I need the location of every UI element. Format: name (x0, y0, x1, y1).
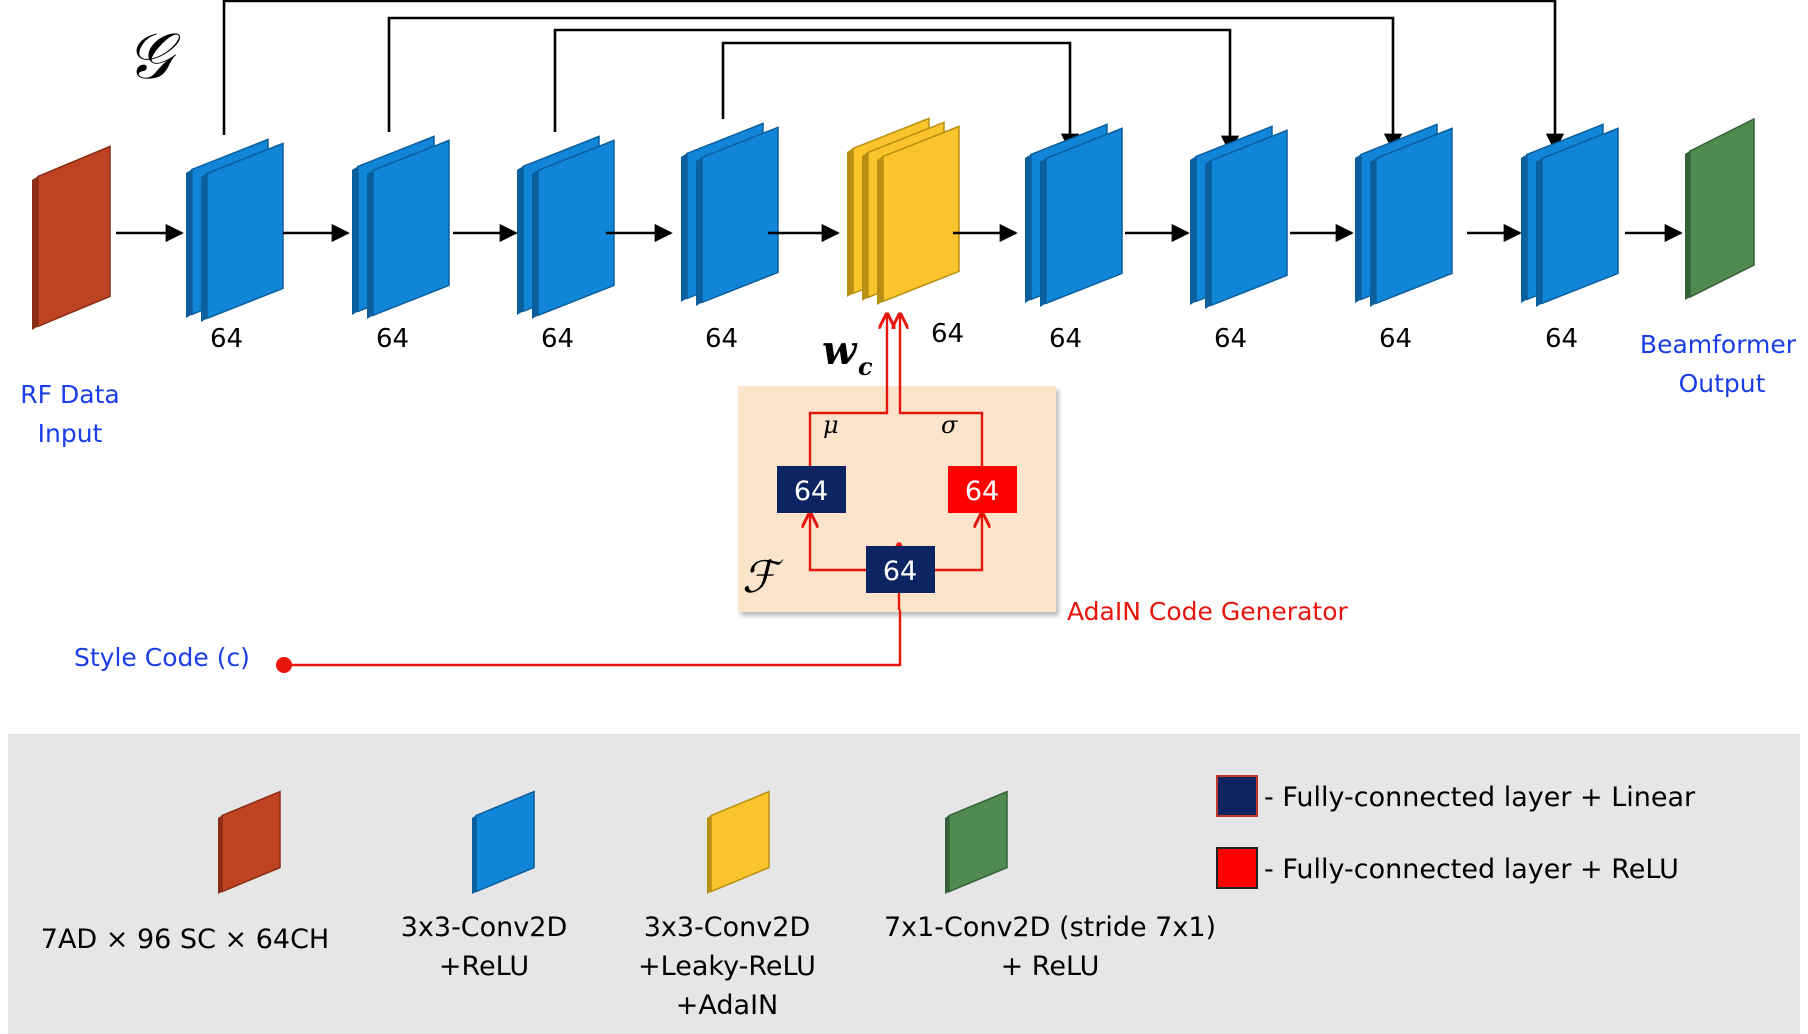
conv-block-sheet (1040, 127, 1123, 307)
channel-count-label: 64 (1379, 324, 1412, 354)
style-code-label: Style Code (c) (74, 643, 250, 672)
fc-mu-label: 64 (794, 476, 828, 507)
legend-fc-linear-swatch (1216, 775, 1258, 817)
conv-block-sheet (1205, 129, 1288, 309)
legend: 7AD × 96 SC × 64CH 3x3-Conv2D +ReLU 3x3-Con… (8, 734, 1800, 1034)
legend-output-label: + ReLU (1001, 951, 1100, 982)
conv-block (1190, 125, 1288, 309)
mu-symbol: μ (823, 411, 839, 439)
legend-items: 7AD × 96 SC × 64CH 3x3-Conv2D +ReLU 3x3-Con… (41, 790, 1216, 1021)
fc-input-label: 64 (883, 556, 917, 587)
network-blocks: 64 64 64 64 64 64 64 64 64 (32, 117, 1755, 354)
sigma-to-adain-wire (900, 314, 984, 467)
legend-conv-label: +ReLU (439, 951, 529, 982)
legend-adain-label: 3x3-Conv2D (644, 912, 811, 943)
conv-block (517, 135, 615, 319)
conv-block (186, 138, 284, 322)
input-block (32, 145, 111, 330)
legend-fc-linear-text: - Fully-connected layer + Linear (1264, 782, 1696, 813)
fc-to-mu-wire (810, 513, 866, 572)
skip-connection (387, 16, 1403, 152)
channel-count-label: 64 (1049, 324, 1082, 354)
skip-connections (222, 0, 1565, 154)
skip-connection (553, 28, 1240, 154)
style-code-dot (276, 657, 292, 673)
legend-input-swatch (218, 790, 281, 894)
channel-count-label: 64 (1545, 324, 1578, 354)
conv-block (1521, 123, 1619, 307)
legend-fc-relu-text: - Fully-connected layer + ReLU (1264, 854, 1679, 885)
skip-connection (721, 41, 1080, 152)
code-symbol-subscript: c (858, 352, 873, 381)
adain-block (847, 117, 960, 305)
adain-code-generator: 64 64 64 μ σ ℱ (738, 314, 1056, 612)
fc-sigma-label: 64 (965, 476, 999, 507)
legend-conv-label: 3x3-Conv2D (401, 912, 568, 943)
generator-symbol: 𝒢 (126, 20, 181, 94)
conv-block-sheet (367, 139, 450, 319)
input-label-line2: Input (38, 419, 103, 448)
legend-fc-relu-swatch (1216, 847, 1258, 889)
legend-conv-swatch (472, 790, 535, 894)
output-block (1685, 117, 1755, 300)
conv-block (681, 122, 779, 306)
channel-count-label: 64 (376, 324, 409, 354)
output-label-line1: Beamformer (1640, 330, 1797, 359)
output-label-line2: Output (1679, 369, 1766, 398)
conv-block (1025, 123, 1123, 307)
conv-block-sheet (1370, 127, 1453, 307)
code-symbol: w (822, 327, 858, 374)
adain-block-sheet (877, 125, 960, 305)
skip-connection (222, 0, 1565, 152)
conv-block-sheet (1536, 127, 1619, 307)
adain-generator-label: AdaIN Code Generator (1067, 597, 1348, 626)
legend-output-swatch (945, 790, 1008, 894)
legend-output-label: 7x1-Conv2D (stride 7x1) (884, 912, 1216, 943)
style-code-wire (290, 610, 902, 667)
conv-block-sheet (532, 139, 615, 319)
mu-to-adain-wire (808, 314, 887, 467)
fc-to-sigma-wire (934, 513, 982, 572)
conv-block (352, 135, 450, 319)
legend-adain-label: +AdaIN (676, 990, 778, 1021)
input-label-line1: RF Data (20, 380, 119, 409)
channel-count-label: 64 (1214, 324, 1247, 354)
channel-count-label: 64 (210, 324, 243, 354)
fc-sigma-box (948, 466, 1017, 513)
legend-adain-label: +Leaky-ReLU (638, 951, 816, 982)
conv-block (1355, 123, 1453, 307)
channel-count-label: 64 (705, 324, 738, 354)
conv-block-sheet (201, 142, 284, 322)
sigma-symbol: σ (941, 411, 958, 439)
legend-adain-swatch (707, 790, 770, 894)
fc-mu-box (777, 466, 846, 513)
legend-background (8, 734, 1800, 1034)
channel-count-label: 64 (541, 324, 574, 354)
fc-input-box (866, 546, 935, 593)
channel-count-label: 64 (931, 319, 964, 349)
conv-block-sheet (696, 126, 779, 306)
legend-input-label: 7AD × 96 SC × 64CH (41, 924, 329, 955)
